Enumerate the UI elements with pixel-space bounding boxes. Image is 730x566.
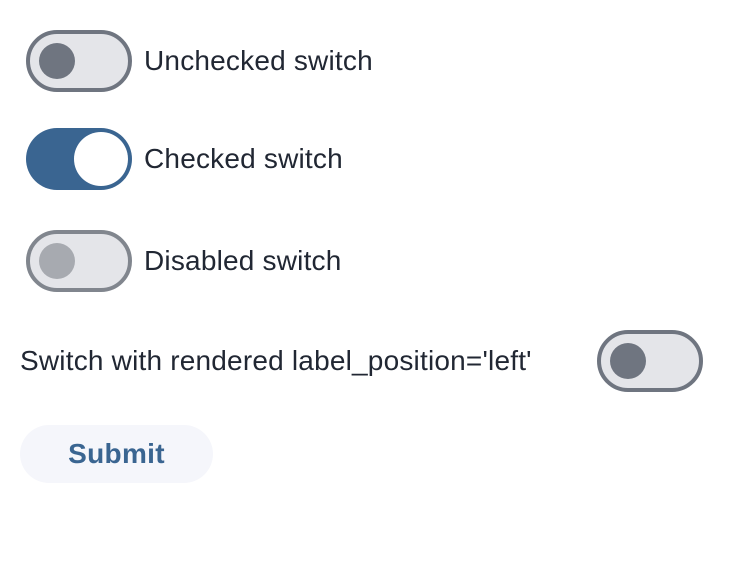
switch-row-unchecked: Unchecked switch xyxy=(26,30,373,92)
label-left-switch-toggle[interactable] xyxy=(597,330,703,392)
switch-knob xyxy=(39,43,75,79)
switch-knob xyxy=(74,132,128,186)
disabled-switch-label: Disabled switch xyxy=(144,245,342,276)
checked-switch-label: Checked switch xyxy=(144,143,343,174)
switch-row-disabled: Disabled switch xyxy=(26,230,342,292)
label-left-switch-label: Switch with rendered label_position='lef… xyxy=(20,345,532,376)
disabled-switch-toggle xyxy=(26,230,132,292)
switch-row-checked: Checked switch xyxy=(26,128,343,190)
switch-knob xyxy=(610,343,646,379)
submit-button[interactable]: Submit xyxy=(20,425,213,483)
unchecked-switch-toggle[interactable] xyxy=(26,30,132,92)
checked-switch-toggle[interactable] xyxy=(26,128,132,190)
unchecked-switch-label: Unchecked switch xyxy=(144,45,373,76)
switch-row-label-left: Switch with rendered label_position='lef… xyxy=(20,330,703,392)
switch-knob xyxy=(39,243,75,279)
